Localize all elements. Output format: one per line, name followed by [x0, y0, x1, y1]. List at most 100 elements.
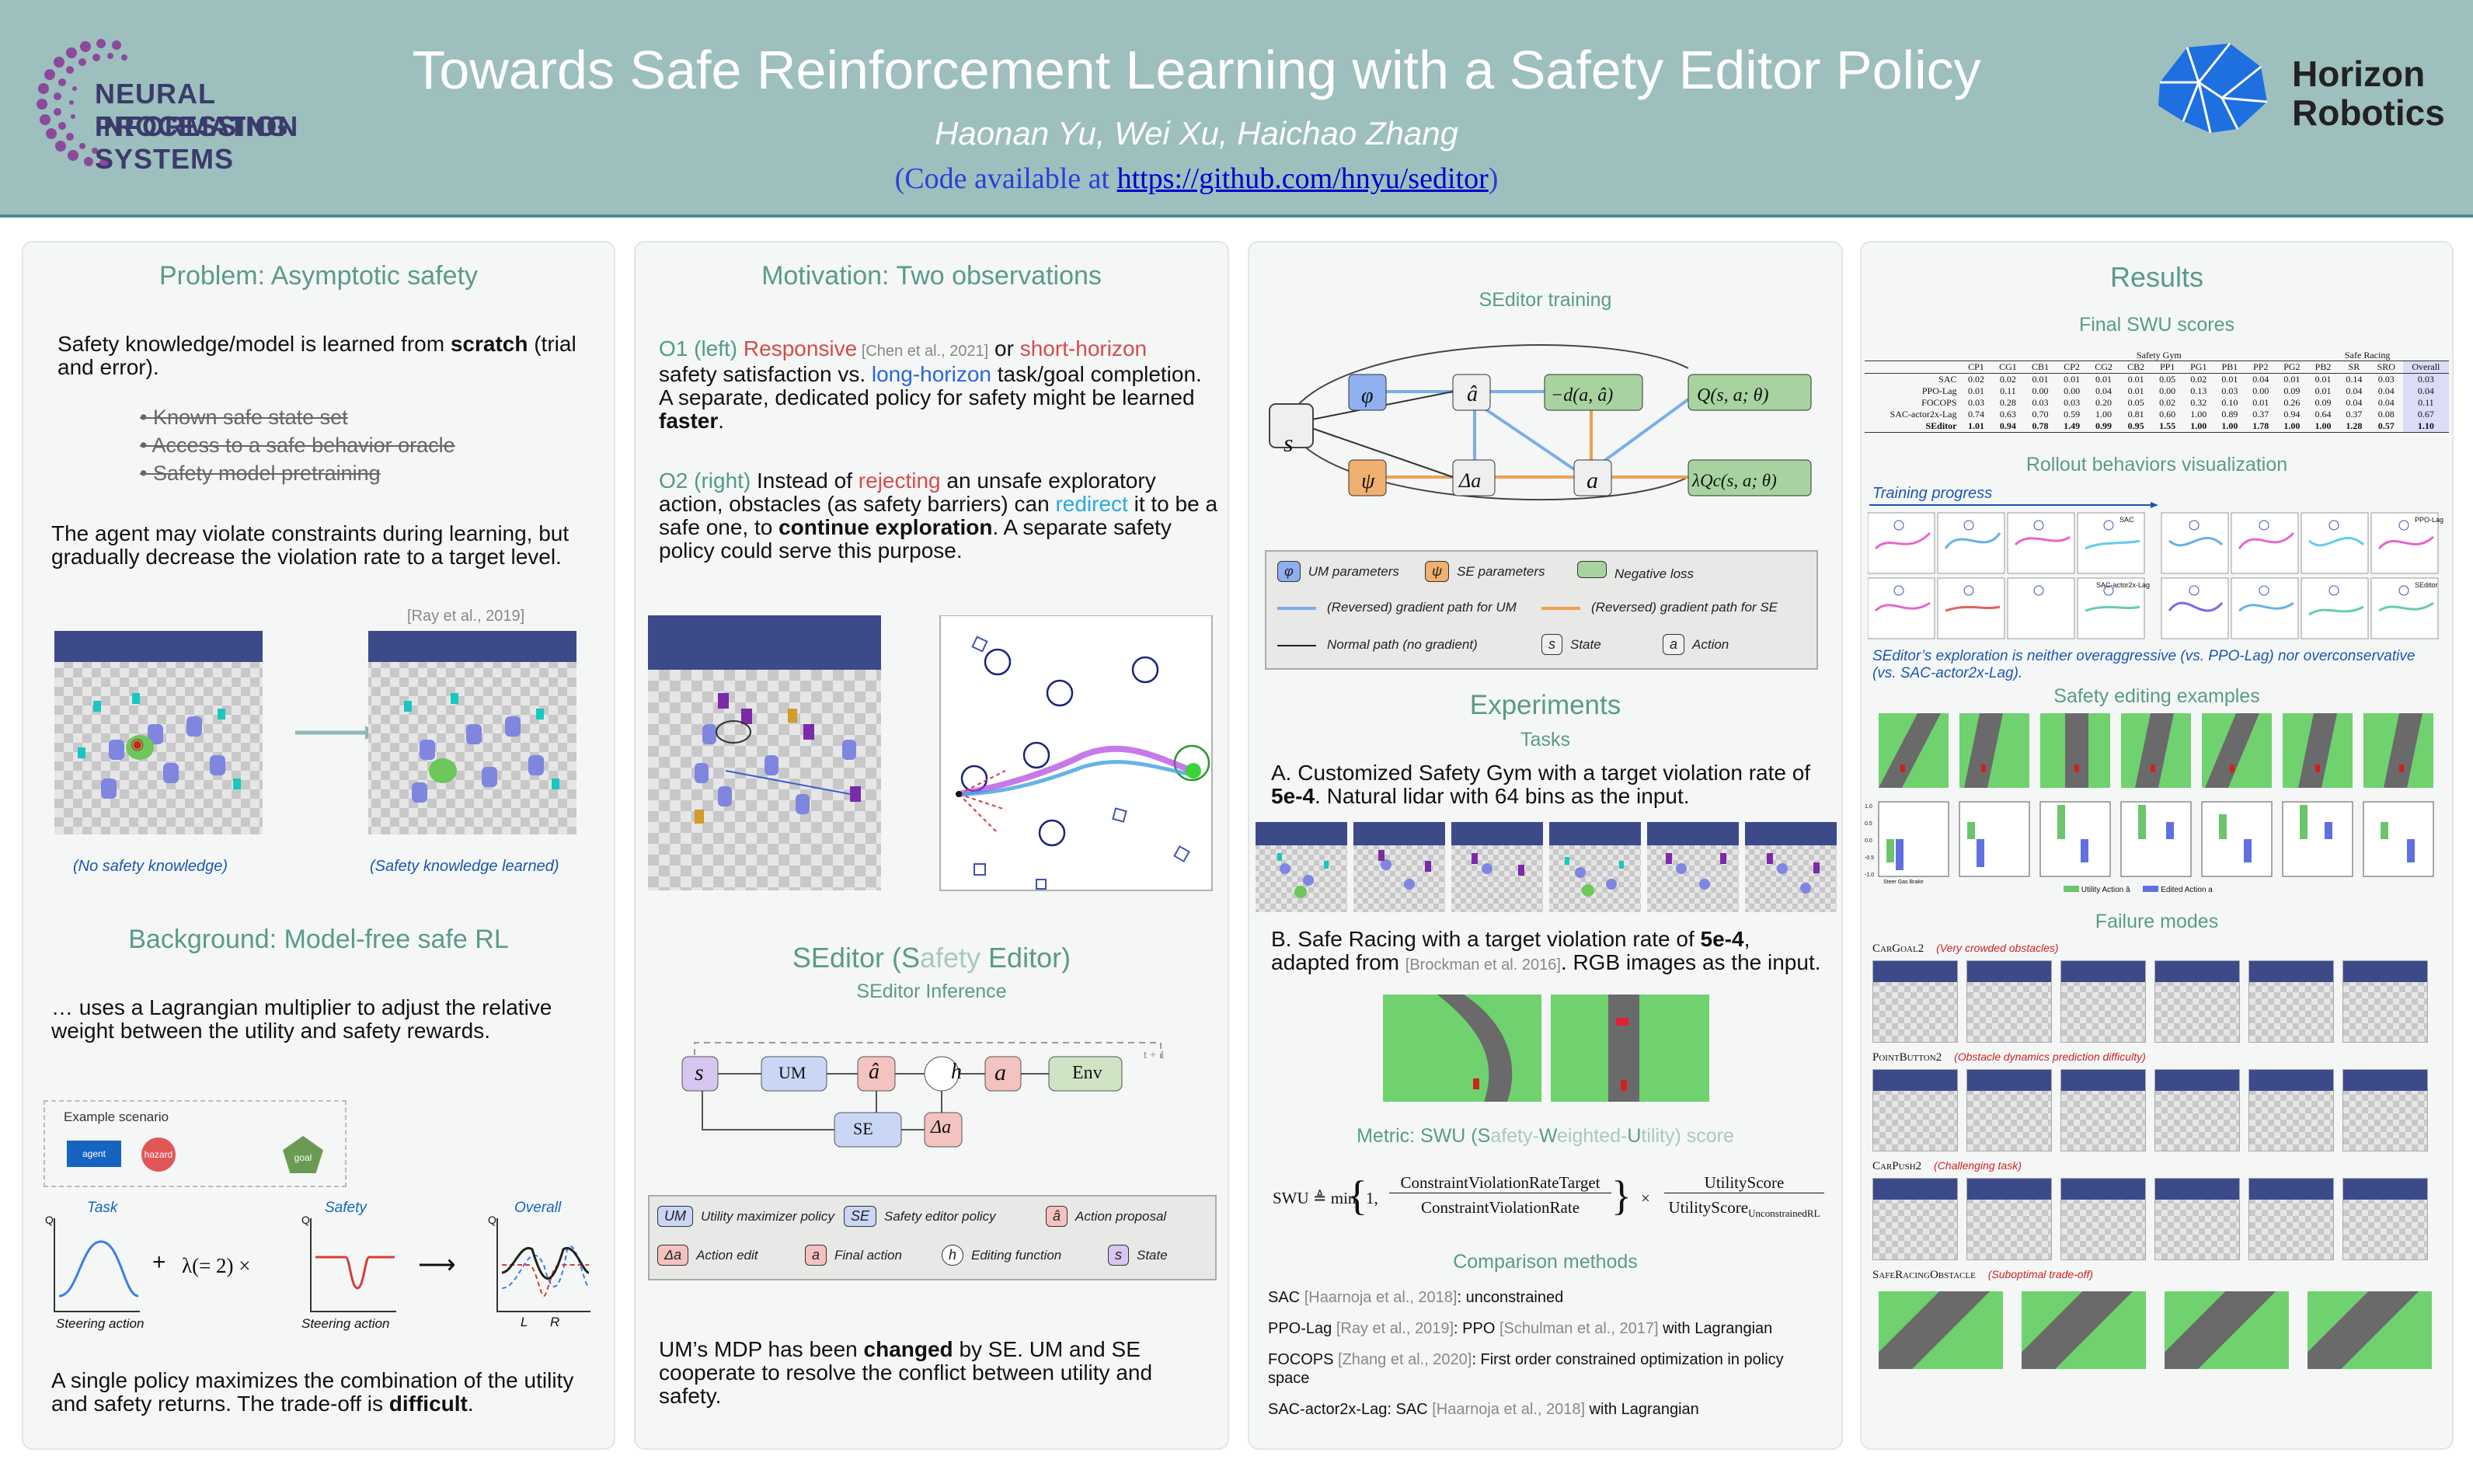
o1-short: short-horizon: [1019, 336, 1148, 361]
o1-label: O1 (left): [659, 336, 744, 361]
p1-a: Safety knowledge/model is learned from: [57, 332, 451, 356]
failure-mode-frames: [1872, 1178, 2440, 1262]
failure-frame: [2165, 1291, 2289, 1369]
table-header-cell: CB2: [2119, 361, 2152, 374]
formula-brace-left: {: [1347, 1172, 1367, 1219]
node-t1: t + 1: [1144, 1049, 1165, 1061]
safety-edit-bars: [1878, 801, 2434, 877]
y-tick-5: -1.0: [1865, 873, 1875, 878]
tl-neg: Negative loss: [1577, 561, 1694, 582]
t-node-s: s: [1284, 429, 1294, 457]
failure-frame: [1872, 1178, 1958, 1260]
table-cell: 0.01: [2064, 374, 2081, 385]
tl-grad-um: (Reversed) gradient path for UM: [1277, 600, 1517, 615]
failure-mode-name: PointButton2: [1872, 1051, 1942, 1064]
seditor-heading: SEditor (Safety Editor): [636, 942, 1228, 974]
failure-mode-note: (Challenging task): [1931, 1159, 2022, 1172]
node-da: Δa: [931, 1117, 952, 1137]
table-cell: 0.04: [2346, 385, 2363, 396]
problem-p2: The agent may violate constraints during…: [51, 521, 569, 569]
failure-frame: [2248, 1069, 2334, 1151]
code-url-link[interactable]: https://github.com/hnyu/seditor: [1116, 162, 1489, 195]
table-cell: PPO-Lag: [1921, 385, 1957, 396]
safety-gym-comparison: ◉: [54, 631, 576, 834]
agent-chip: agent: [67, 1141, 121, 1167]
table-header-cell: PG1: [2182, 361, 2214, 374]
tl-grad-se: (Reversed) gradient path for SE: [1541, 600, 1778, 615]
steering-label-2: Steering action: [301, 1316, 390, 1331]
table-header-cell: CB1: [2024, 361, 2057, 374]
table-cell: 0.11: [2000, 385, 2016, 396]
bar-legend: Utility Action â Edited Action a: [2064, 886, 2213, 894]
o2-c: it to be a safe one, to: [659, 492, 1218, 539]
o1-ref: [Chen et al., 2021]: [857, 343, 989, 360]
failure-frame: [2154, 1069, 2240, 1151]
table-cell: 0.59: [2064, 409, 2081, 420]
table-cell: 0.00: [2064, 385, 2081, 396]
node-s: s: [695, 1060, 704, 1085]
table-cell: 0.94: [1999, 420, 2016, 431]
p4-c: .: [467, 1392, 474, 1416]
formula-brace-right: }: [1611, 1172, 1632, 1219]
chip-s: s: [1108, 1245, 1129, 1266]
inference-diagram: [681, 1042, 1162, 1148]
formula-den2-main: UtilityScore: [1668, 1198, 1749, 1217]
formula-den1: ConstraintViolationRate: [1420, 1198, 1580, 1217]
task-a-1: A. Customized Safety Gym with a target v…: [1271, 761, 1811, 785]
t-node-a: a: [1587, 468, 1598, 493]
table-header-cell: CP1: [1960, 361, 1992, 374]
example-scenario-box: Example scenario agent hazard: [44, 1100, 347, 1187]
table-cell: 0.10: [2221, 397, 2238, 408]
steering-label-1: Steering action: [56, 1316, 145, 1331]
org-name-line2: Robotics: [2292, 92, 2445, 133]
method-focops-desc: : First order constrained optimization i…: [1268, 1351, 1784, 1387]
ray-ref: [Ray et al., 2019]: [407, 608, 525, 625]
tag-sac: SAC: [2119, 516, 2134, 524]
legend-h-desc: Editing function: [971, 1248, 1062, 1263]
o1-faster: faster: [659, 409, 719, 433]
table-cell: 0.01: [2315, 385, 2332, 396]
tag-seditor: SEditor: [2415, 581, 2438, 589]
tl-neg-desc: Negative loss: [1614, 566, 1695, 581]
task-b-1: B. Safe Racing with a target violation r…: [1271, 927, 1701, 951]
table-cell: 0.63: [1999, 409, 2016, 420]
task-b-ref: [Brockman et al. 2016]: [1405, 956, 1561, 974]
formula-num1: ConstraintViolationRateTarget: [1389, 1173, 1611, 1193]
t-node-phi: φ: [1361, 384, 1374, 408]
task-label: Task: [87, 1200, 118, 1216]
q-label-1: Q: [45, 1214, 54, 1226]
table-cell: 1.00: [2190, 420, 2207, 431]
safety-label: Safety: [325, 1200, 367, 1216]
example-label: Example scenario: [64, 1110, 169, 1124]
chip-h: h: [942, 1245, 964, 1266]
table-cell: 0.89: [2221, 409, 2238, 420]
method-sac-ref: [Haarnoja et al., 2018]: [1304, 1289, 1458, 1306]
cap-no-safety: (No safety knowledge): [73, 858, 228, 875]
o1-or: or: [988, 336, 1020, 361]
t-node-qc: λQc(s, a; θ): [1692, 471, 1777, 490]
formula-lhs: SWU ≜ min: [1273, 1189, 1357, 1207]
failure-frame: [1879, 1291, 2003, 1369]
table-header-cell: PP2: [2245, 361, 2276, 374]
method-sac2x-name: SAC-actor2x-Lag: SAC: [1268, 1401, 1433, 1418]
tl-grad-se-desc: (Reversed) gradient path for SE: [1591, 600, 1778, 615]
final-swu-heading: Final SWU scores: [2078, 314, 2235, 336]
formula-num2: UtilityScore: [1664, 1173, 1824, 1193]
table-cell: 0.03: [1967, 397, 1984, 408]
table-cell: 0.02: [1999, 374, 2016, 385]
brain-icon: [2158, 43, 2268, 134]
o2-paragraph: O2 (right) Instead of rejecting an unsaf…: [659, 469, 1218, 563]
node-env: Env: [1072, 1063, 1102, 1083]
p-end-c: by SE. UM and SE cooperate to resolve th…: [659, 1337, 1153, 1408]
struck-item-3: • Safety model pretraining: [140, 462, 381, 485]
table-cell: SAC-actor2x-Lag: [1890, 409, 1957, 420]
table-cell: 0.05: [2127, 397, 2144, 408]
table-cell: 0.99: [2095, 420, 2112, 431]
failure-mode-frames: [1872, 960, 2440, 1044]
p4-bold: difficult: [388, 1392, 468, 1416]
failure-mode-note: (Obstacle dynamics prediction difficulty…: [1951, 1050, 2146, 1063]
